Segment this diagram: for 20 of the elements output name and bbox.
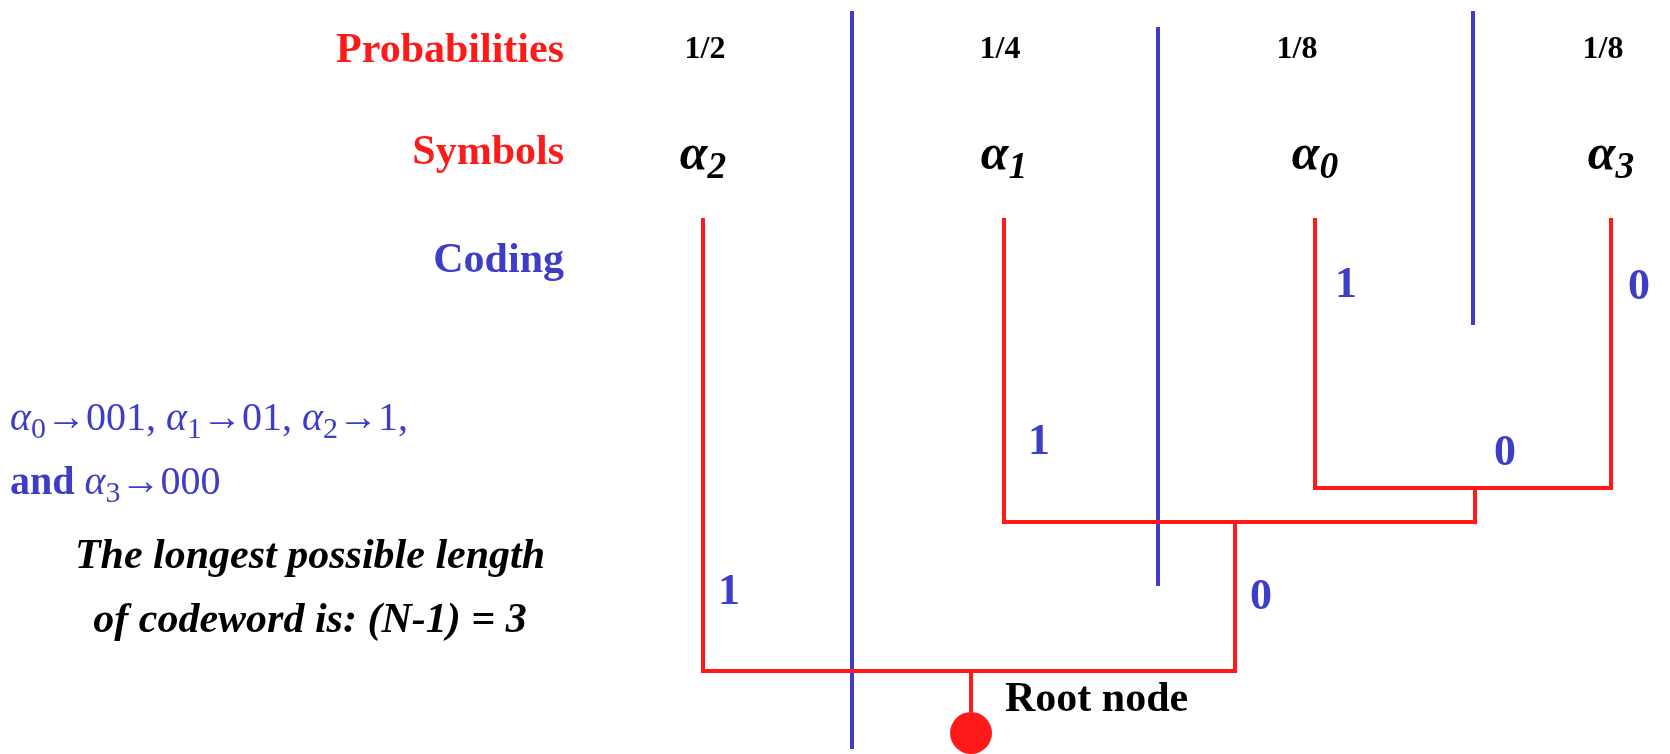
row-heading: Symbols: [411, 126, 564, 175]
bit-label: 0: [1250, 570, 1273, 620]
bit-label: 0: [1494, 426, 1517, 476]
note-text: The longest possible length of codeword is: (N-1) = 3: [73, 530, 547, 643]
node-caption: Root node: [1005, 673, 1189, 722]
row-heading: Probabilities: [335, 24, 564, 73]
probability-label: 1/2: [683, 28, 727, 67]
bit-label: 1: [1028, 415, 1051, 465]
row-heading: Coding: [432, 234, 564, 283]
bit-label: 0: [1628, 260, 1651, 310]
bit-label: 1: [718, 565, 741, 615]
probability-label: 1/8: [1275, 28, 1319, 67]
symbol-label: α$_{0}$: [1291, 123, 1339, 182]
bit-label: 1: [1335, 258, 1358, 308]
symbol-label: α$_{2}$: [679, 123, 727, 182]
symbol-label: α$_{3}$: [1587, 123, 1635, 182]
coding-text: α$_{0}$→001, α$_{1}$→01, α$_{2}$→1, and α$_{3}$→000: [10, 393, 409, 510]
probability-label: 1/4: [978, 28, 1022, 67]
symbol-label: α$_{1}$: [980, 123, 1028, 182]
probability-label: 1/8: [1581, 28, 1625, 67]
